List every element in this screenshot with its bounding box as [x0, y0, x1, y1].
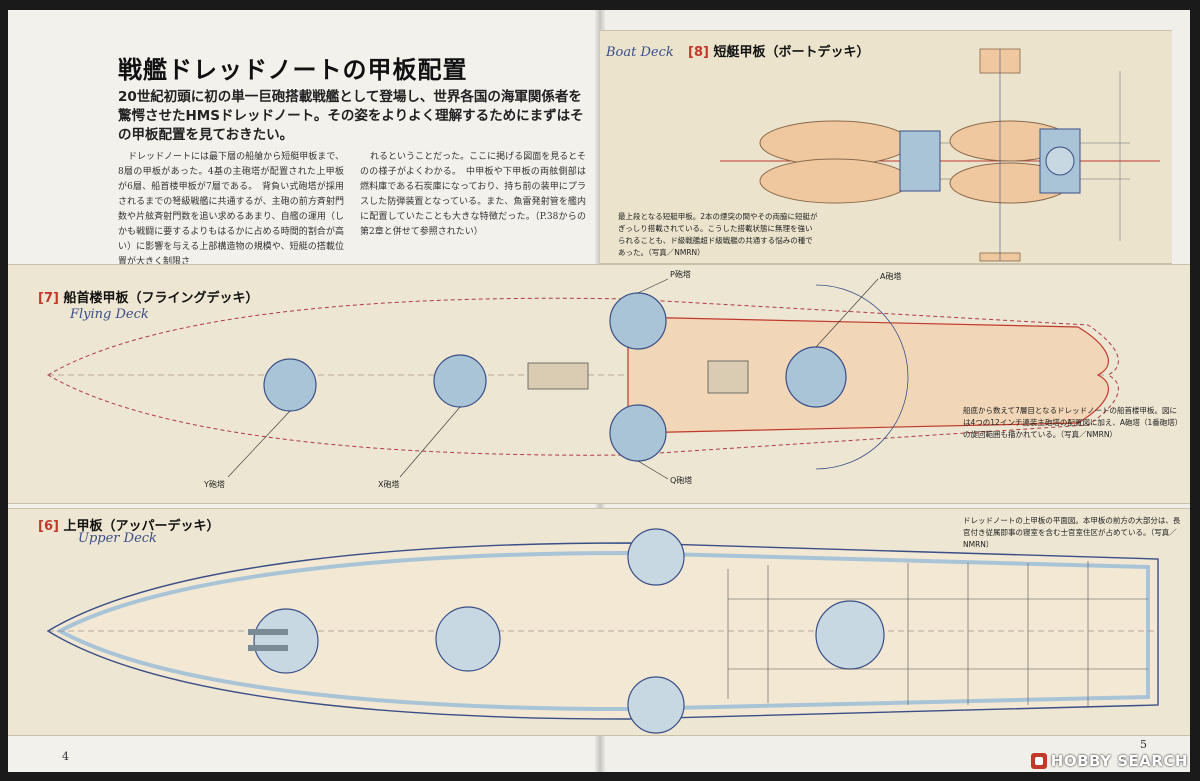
upper-deck-plan: [6] 上甲板（アッパーデッキ） Upper Deck ドレッドノートの上甲板の…	[8, 508, 1190, 736]
forecastle-deck-number: [7]	[38, 291, 59, 306]
upper-deck-number: [6]	[38, 519, 59, 534]
article-lead: 20世紀初頭に初の単一巨砲搭載戦艦として登場し、世界各国の海軍関係者を驚愕させた…	[118, 89, 584, 143]
article-body-column-2: れるということだった。ここに掲げる図面を見るとそのの様子がよくわかる。 中甲板や…	[360, 150, 586, 240]
upper-deck-drawing	[8, 509, 1190, 735]
boat-deck-drawing	[600, 31, 1172, 263]
turret-label-y: Y砲塔	[204, 480, 225, 489]
upper-deck-heading: [6] 上甲板（アッパーデッキ）	[38, 515, 219, 534]
turret-label-q: Q砲塔	[670, 476, 693, 485]
upper-deck-caption: ドレッドノートの上甲板の平面図。本甲板の前方の大部分は、長官付き従属即事の寝室を…	[963, 516, 1181, 549]
upper-deck-script-label: Upper Deck	[78, 531, 157, 546]
watermark: HOBBY SEARCH	[1030, 751, 1188, 771]
forecastle-deck-caption: 船底から数えて7層目となるドレッドノートの船首楼甲板。図には4つの12インチ連装…	[963, 406, 1183, 439]
body-text-2: れるということだった。ここに掲げる図面を見るとそのの様子がよくわかる。 中甲板や…	[360, 152, 586, 237]
forecastle-deck-script-label: Flying Deck	[70, 307, 149, 322]
boat-deck-number: [8]	[688, 45, 709, 60]
page-number-right: 5	[1140, 738, 1147, 751]
watermark-text: HOBBY SEARCH	[1050, 752, 1188, 770]
forecastle-deck-heading: [7] 船首楼甲板（フライングデッキ）	[38, 287, 258, 306]
body-text-1: ドレッドノートには最下層の船艙から短艇甲板まで、8層の甲板があった。4基の主砲塔…	[118, 152, 344, 267]
page-number-left: 4	[62, 750, 69, 763]
boat-deck-plan: [8] 短艇甲板（ボートデッキ） Boat Deck 最上段となる短艇甲板。2本…	[600, 30, 1172, 264]
hobby-search-logo-icon	[1030, 753, 1047, 769]
turret-label-p: P砲塔	[670, 270, 691, 279]
article-title: 戦艦ドレッドノートの甲板配置	[118, 56, 468, 84]
boat-deck-caption: 最上段となる短艇甲板。2本の煙突の間やその両脇に短艇がぎっしり搭載されている。こ…	[618, 212, 818, 257]
forecastle-deck-title: 船首楼甲板（フライングデッキ）	[63, 291, 259, 306]
turret-label-x: X砲塔	[378, 480, 400, 489]
upper-deck-title: 上甲板（アッパーデッキ）	[63, 519, 220, 534]
turret-label-a: A砲塔	[880, 272, 902, 281]
boat-deck-title: 短艇甲板（ボートデッキ）	[713, 45, 870, 60]
boat-deck-heading: [8] 短艇甲板（ボートデッキ）	[688, 41, 869, 60]
forecastle-deck-drawing	[8, 265, 1190, 503]
article-body-column-1: ドレッドノートには最下層の船艙から短艇甲板まで、8層の甲板があった。4基の主砲塔…	[118, 150, 344, 270]
forecastle-deck-plan: [7] 船首楼甲板（フライングデッキ） Flying Deck Y砲塔 X砲塔 …	[8, 264, 1190, 504]
boat-deck-script-label: Boat Deck	[606, 45, 674, 60]
